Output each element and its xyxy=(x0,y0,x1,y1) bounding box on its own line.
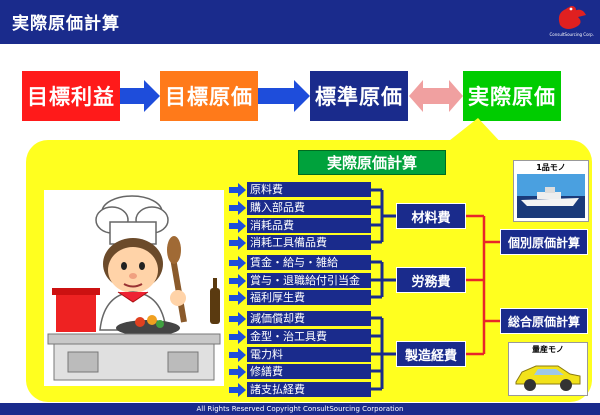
logo-icon xyxy=(558,6,586,30)
arrow-right-icon xyxy=(229,291,246,305)
cost-item: 福利厚生費 xyxy=(247,290,371,305)
arrow-right-icon xyxy=(229,365,246,379)
arrow-right-icon xyxy=(120,80,160,112)
chef-illustration xyxy=(47,195,221,381)
result-process-costing: 総合原価計算 xyxy=(500,308,588,334)
cost-item: 減価償却費 xyxy=(247,311,371,326)
arrow-right-icon xyxy=(229,256,246,270)
header-bar xyxy=(0,0,600,44)
flow-step-standard-cost: 標準原価 xyxy=(310,71,408,121)
arrow-right-icon xyxy=(229,201,246,215)
arrow-right-icon xyxy=(229,383,246,397)
car-image xyxy=(515,365,581,391)
arrow-right-icon xyxy=(229,183,246,197)
cost-item: 修繕費 xyxy=(247,364,371,379)
car-label: 量産モノ xyxy=(532,345,564,354)
flow-step-target-profit: 目標利益 xyxy=(22,71,120,121)
ship-label: 1品モノ xyxy=(536,163,566,172)
cost-item: 購入部品費 xyxy=(247,200,371,215)
cost-item: 賃金・給与・雑給 xyxy=(247,255,371,270)
category-materials: 材料費 xyxy=(396,203,466,229)
footer-copyright: All Rights Reserved Copyright ConsultSou… xyxy=(0,403,600,415)
ship-image xyxy=(517,174,585,218)
arrow-right-icon xyxy=(229,312,246,326)
cost-item: 消耗品費 xyxy=(247,218,371,233)
logo-text: ConsultSourcing Corp. xyxy=(549,32,594,37)
callout-pointer xyxy=(440,118,506,148)
arrow-right-icon xyxy=(229,236,246,250)
arrow-right-icon xyxy=(229,348,246,362)
page-title: 実際原価計算 xyxy=(12,14,120,34)
flow-step-actual-cost: 実際原価 xyxy=(463,71,561,121)
cost-item: 金型・治工具費 xyxy=(247,329,371,344)
cost-item: 賞与・退職給付引当金 xyxy=(247,273,371,288)
flow-step-target-cost: 目標原価 xyxy=(160,71,258,121)
result-individual-costing: 個別原価計算 xyxy=(500,229,588,255)
cost-item: 電力料 xyxy=(247,347,371,362)
calc-title: 実際原価計算 xyxy=(298,150,446,175)
category-overhead: 製造経費 xyxy=(396,341,466,367)
cost-item: 原料費 xyxy=(247,182,371,197)
arrow-right-icon xyxy=(229,274,246,288)
cost-item: 諸支払経費 xyxy=(247,382,371,397)
double-arrow-icon xyxy=(409,80,463,112)
cost-item: 消耗工具備品費 xyxy=(247,235,371,250)
arrow-right-icon xyxy=(229,219,246,233)
arrow-right-icon xyxy=(258,80,310,112)
arrow-right-icon xyxy=(229,330,246,344)
category-labor: 労務費 xyxy=(396,267,466,293)
